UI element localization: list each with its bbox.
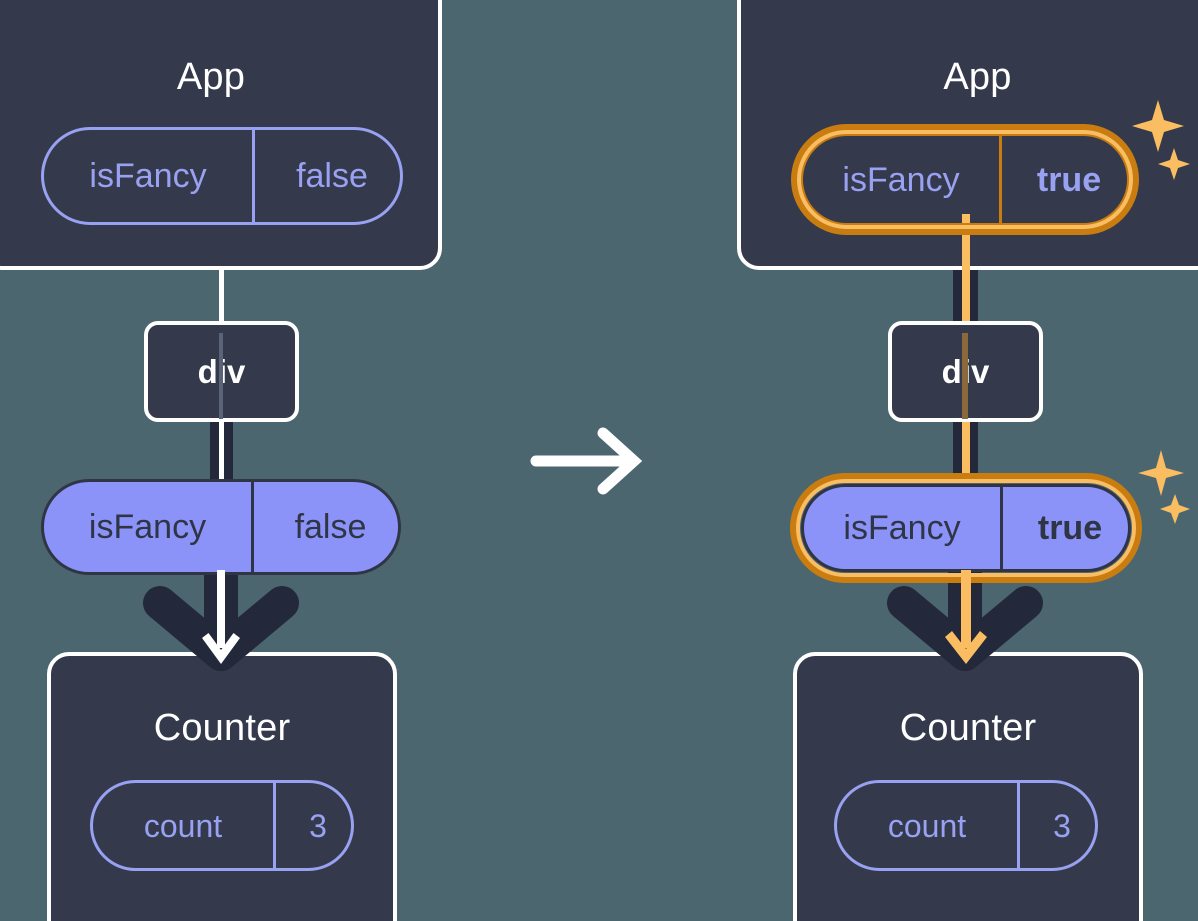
component-title-counter-after: Counter <box>899 707 1037 749</box>
state-pill-app-after-value: true <box>999 136 1127 223</box>
wire-app-to-div-before <box>219 266 224 322</box>
state-pill-counter-before[interactable]: count 3 <box>90 780 354 871</box>
state-pill-counter-after[interactable]: count 3 <box>834 780 1098 871</box>
props-pill-after[interactable]: isFancy true <box>801 484 1131 572</box>
wire-div-to-props-right-before <box>224 420 233 482</box>
state-pill-app-after-name: isFancy <box>842 160 960 199</box>
wire-div-to-props-center-before <box>219 420 224 482</box>
transition-arrow-icon <box>530 427 643 495</box>
state-pill-app-before[interactable]: isFancy false <box>41 127 403 225</box>
wire-app-to-div-dark-right-after <box>969 240 978 322</box>
component-box-counter-before: Counter <box>47 652 397 921</box>
state-pill-counter-before-name: count <box>143 807 223 844</box>
state-pill-counter-before-value: 3 <box>273 783 351 868</box>
state-pill-app-after[interactable]: isFancy true <box>800 133 1130 226</box>
flow-arrow-orange-after <box>945 570 987 664</box>
component-title-app-after: App <box>943 56 1012 98</box>
props-pill-after-name: isFancy <box>843 509 961 547</box>
sparkle-icon-app-after <box>1132 100 1190 180</box>
wire-app-to-div-orange-after <box>962 214 970 322</box>
wire-app-to-div-dark-left-after <box>953 240 962 322</box>
state-pill-counter-after-value: 3 <box>1017 783 1095 868</box>
wire-through-div-after <box>962 333 968 419</box>
props-pill-before-value: false <box>251 482 398 572</box>
state-pill-counter-after-name: count <box>887 807 967 844</box>
props-pill-before-name: isFancy <box>88 508 207 546</box>
state-pill-app-before-value: false <box>252 130 400 222</box>
wire-div-to-props-dark-left-after <box>953 420 962 482</box>
flow-arrow-white-before <box>202 570 240 664</box>
wire-div-to-props-dark-right-after <box>969 420 978 482</box>
component-title-counter-before: Counter <box>153 707 291 749</box>
wire-div-to-props-left-before <box>210 420 219 482</box>
props-pill-after-value: true <box>1000 487 1128 569</box>
state-pill-app-before-name: isFancy <box>89 157 207 195</box>
props-pill-before[interactable]: isFancy false <box>41 479 401 575</box>
component-title-app-before: App <box>176 56 246 98</box>
sparkle-icon-props-after <box>1138 450 1190 524</box>
wire-div-to-props-orange-after <box>962 420 970 482</box>
wire-through-div-before <box>219 333 223 419</box>
